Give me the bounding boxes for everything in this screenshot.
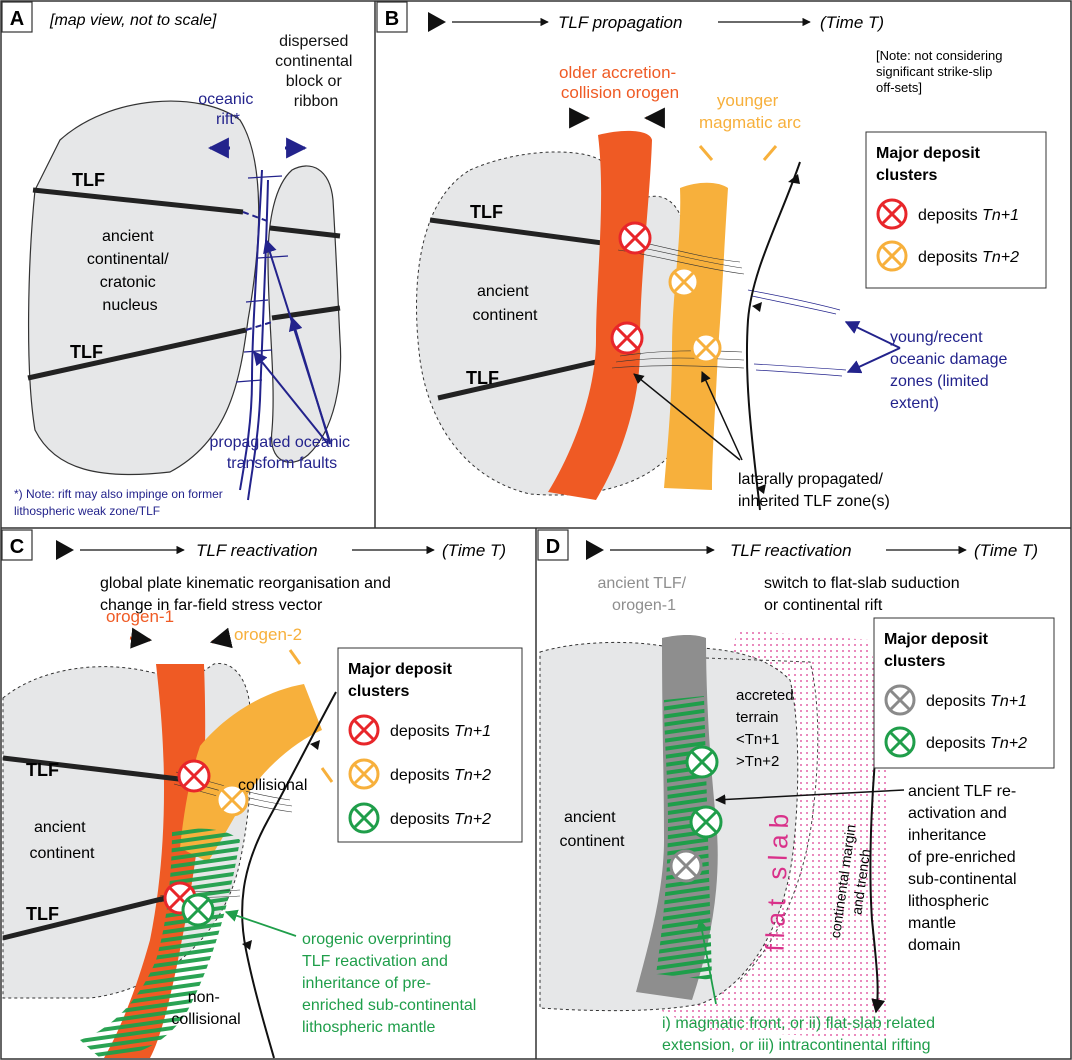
deposit-marker (689, 805, 723, 839)
tlf-line-c-bottom (2, 889, 191, 941)
legend-c-title: Major deposit clusters (348, 661, 456, 700)
panel-b-letter: B (385, 8, 399, 30)
oceanic-rift-axis (239, 169, 263, 491)
label-older-orogen: older accretion- collision orogen (559, 63, 681, 102)
label-ancient-continent-d: ancient continent (560, 809, 625, 850)
oceanic-damage-b (747, 289, 847, 377)
label-younger-arc: younger magmatic arc (699, 91, 802, 132)
deposit-marker (215, 783, 249, 817)
tlf-line-top (32, 187, 244, 215)
panel-b-note: [Note: not considering significant strik… (876, 48, 1006, 95)
label-transform-faults: propagated oceanic transform faults (209, 434, 354, 472)
label-propagated-tlf: laterally propagated/ inherited TLF zone… (738, 471, 890, 510)
panel-b: B TLF propagation (Time T) [Note: not co… (376, 1, 1047, 511)
label-tlf-c-bottom: TLF (26, 904, 59, 924)
tlf-line-c-top (2, 755, 205, 785)
tlf-line-bottom (27, 327, 247, 381)
deposit-marker (669, 849, 703, 883)
panel-c-letter: C (10, 536, 24, 558)
label-nucleus: ancient continental/ cratonic nucleus (87, 228, 173, 314)
label-ancient-continent-c: ancient continent (30, 819, 95, 862)
legend-item: deposits Tn+2 (876, 240, 1019, 272)
panel-a-letter: A (10, 8, 24, 30)
overprint-zone-c (80, 828, 240, 1058)
panel-a-header: [map view, not to scale] (49, 12, 217, 29)
label-dispersed-block: dispersed continental block or ribbon (275, 33, 357, 110)
transform-ticks (235, 175, 289, 383)
label-overprinting: orogenic overprinting TLF reactivation a… (302, 931, 481, 1036)
legend-item: deposits Tn+1 (884, 684, 1027, 716)
label-magmatic-front: i) magmatic front, or ii) flat-slab rela… (662, 1015, 939, 1054)
older-orogen-b (548, 130, 652, 500)
panel-d-subtitle: switch to flat-slab suduction or contine… (764, 575, 964, 614)
label-accreted-terrain: accreted terrain <Tn+1 >Tn+2 (736, 687, 798, 770)
legend-label: deposits Tn+2 (918, 249, 1019, 266)
panel-c-title: TLF reactivation (196, 541, 318, 560)
panel-d-title: TLF reactivation (730, 541, 852, 560)
label-oceanic-rift: oceanic rift* (198, 91, 258, 128)
legend-b-title: Major deposit clusters (876, 145, 984, 184)
orogen-1 (104, 664, 206, 1058)
legend-item: deposits Tn+1 (348, 714, 491, 746)
label-flat-slab: flat slab (760, 807, 795, 952)
label-orogen-1: orogen-1 (106, 607, 174, 626)
label-orogen-2: orogen-2 (234, 625, 302, 644)
label-collisional: collisional (238, 777, 307, 794)
label-tlf-b-bottom: TLF (466, 368, 499, 388)
legend-label: deposits Tn+1 (390, 723, 491, 740)
orogen-2 (180, 684, 322, 862)
deposit-marker (618, 221, 652, 255)
label-ancient-continent-b: ancient continent (473, 283, 538, 324)
deposit-marker (181, 893, 215, 927)
label-tlf-a-top: TLF (72, 170, 105, 190)
label-reactivation: ancient TLF re- activation and inheritan… (908, 783, 1021, 954)
deposit-marker (668, 266, 700, 298)
panel-b-title: TLF propagation (558, 13, 682, 32)
legend-d-items: deposits Tn+1 deposits Tn+2 (884, 684, 1027, 758)
legend-c-items: deposits Tn+1 deposits Tn+2 deposits Tn+2 (348, 714, 491, 834)
panel-a-note: *) Note: rift may also impinge on former… (14, 487, 226, 518)
label-tlf-b-top: TLF (470, 202, 503, 222)
label-damage-zones: young/recent oceanic damage zones (limit… (890, 329, 1012, 412)
legend-item: deposits Tn+2 (884, 726, 1027, 758)
deposit-marker (690, 332, 722, 364)
panel-d: D TLF reactivation (Time T) switch to fl… (537, 529, 1055, 1054)
label-ancient-tlf-d: ancient TLF/ orogen-1 (597, 575, 690, 614)
panel-b-time: (Time T) (820, 13, 884, 32)
panel-c: C TLF reactivation (Time T) global plate… (1, 529, 523, 1059)
panel-d-time: (Time T) (974, 541, 1038, 560)
legend-label: deposits Tn+2 (390, 811, 491, 828)
trench-c (241, 691, 337, 1059)
panel-a: A [map view, not to scale] oceanic (1, 1, 357, 518)
trench-b (745, 161, 801, 511)
legend-item: deposits Tn+1 (876, 198, 1019, 230)
legend-label: deposits Tn+2 (390, 767, 491, 784)
deposit-marker (177, 759, 211, 793)
panel-d-letter: D (546, 536, 560, 558)
legend-d-title: Major deposit clusters (884, 631, 992, 670)
label-noncollisional: non- collisional (171, 989, 240, 1028)
deposit-marker (685, 745, 719, 779)
label-tlf-c-top: TLF (26, 760, 59, 780)
legend-label: deposits Tn+1 (918, 207, 1019, 224)
deposit-marker (610, 321, 644, 355)
panel-c-time: (Time T) (442, 541, 506, 560)
legend-b-items: deposits Tn+1 deposits Tn+2 (876, 198, 1019, 272)
legend-item: deposits Tn+2 (348, 802, 491, 834)
label-tlf-a-bottom: TLF (70, 342, 103, 362)
legend-label: deposits Tn+2 (926, 735, 1027, 752)
legend-item: deposits Tn+2 (348, 758, 491, 790)
panel-c-subtitle: global plate kinematic reorganisation an… (100, 575, 395, 614)
legend-label: deposits Tn+1 (926, 693, 1027, 710)
